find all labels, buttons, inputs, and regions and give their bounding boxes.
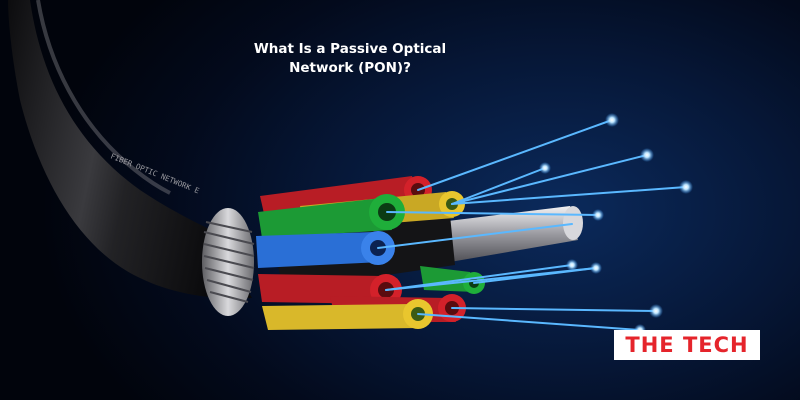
brand-logo-text: THE TECH [625,333,749,357]
cable-jacket [8,0,252,299]
cable-jacket-highlight [36,0,171,195]
metal-braid [202,208,255,316]
fiber-light-points [539,113,693,336]
title-line-1: What Is a Passive Optical [253,41,447,57]
page-title: What Is a Passive Optical Network (PON)? [232,40,468,78]
glowing-fibers [377,119,687,331]
tube-blue [256,231,395,268]
brand-logo: THE TECH [614,330,760,360]
title-line-2: Network (PON)? [289,60,411,76]
